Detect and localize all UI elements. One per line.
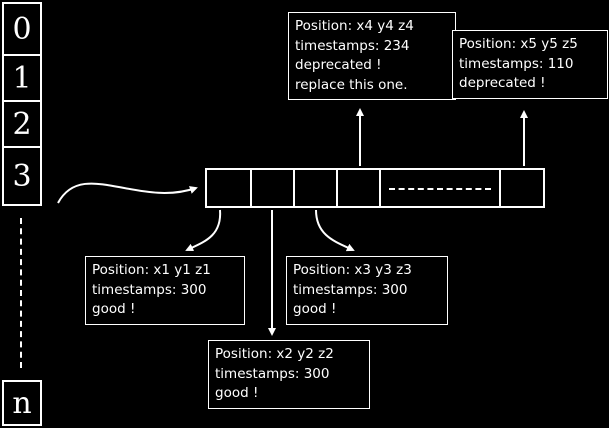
ellipsis-vertical-icon xyxy=(20,218,22,368)
index-cell-1: 1 xyxy=(2,54,42,102)
bucket-cell xyxy=(293,168,338,208)
index-cell-n: n xyxy=(2,380,42,426)
bucket-cell xyxy=(205,168,252,208)
bucket-cell xyxy=(499,168,545,208)
annotation-line: Position: x5 y5 z5 xyxy=(459,36,578,52)
index-cell-0: 0 xyxy=(2,2,42,56)
annotation-line: deprecated ! xyxy=(295,57,382,74)
index-label: 0 xyxy=(12,11,32,47)
annotation-x1: Position: x1 y1 z1 timestamps: 300 good … xyxy=(85,256,245,325)
annotation-line: Position: x1 y1 z1 xyxy=(92,262,211,278)
index-label: 3 xyxy=(12,158,32,194)
ellipsis-horizontal-icon xyxy=(389,188,491,190)
annotation-x4: Position: x4 y4 z4 timestamps: 234 depre… xyxy=(288,12,456,101)
bucket-cell xyxy=(250,168,295,208)
annotation-line: good ! xyxy=(293,301,337,318)
index-cell-3: 3 xyxy=(2,146,42,206)
annotation-line: timestamps: 300 xyxy=(293,281,408,298)
annotation-line: timestamps: 110 xyxy=(459,55,574,72)
arrow-index-to-row-icon xyxy=(57,182,198,204)
annotation-line: replace this one. xyxy=(295,76,408,93)
annotation-line: good ! xyxy=(215,385,259,402)
annotation-x5: Position: x5 y5 z5 timestamps: 110 depre… xyxy=(452,30,608,99)
index-cell-2: 2 xyxy=(2,100,42,148)
annotation-line: Position: x4 y4 z4 xyxy=(295,18,414,34)
arrow-to-x1-icon xyxy=(185,209,222,252)
annotation-line: timestamps: 234 xyxy=(295,37,410,54)
arrow-to-x3-icon xyxy=(315,209,355,252)
annotation-line: timestamps: 300 xyxy=(92,281,207,298)
annotation-line: timestamps: 300 xyxy=(215,365,330,382)
index-label: 1 xyxy=(12,60,32,96)
bucket-cell-ellipsis xyxy=(379,168,501,208)
annotation-x2: Position: x2 y2 z2 timestamps: 300 good … xyxy=(208,340,370,409)
index-label: n xyxy=(12,385,32,421)
annotation-line: Position: x2 y2 z2 xyxy=(215,346,334,362)
index-label: 2 xyxy=(12,106,32,142)
annotation-line: Position: x3 y3 z3 xyxy=(293,262,412,278)
bucket-cell xyxy=(336,168,381,208)
bucket-row xyxy=(205,168,545,208)
annotation-x3: Position: x3 y3 z3 timestamps: 300 good … xyxy=(286,256,448,325)
annotation-line: good ! xyxy=(92,301,136,318)
annotation-line: deprecated ! xyxy=(459,75,546,92)
